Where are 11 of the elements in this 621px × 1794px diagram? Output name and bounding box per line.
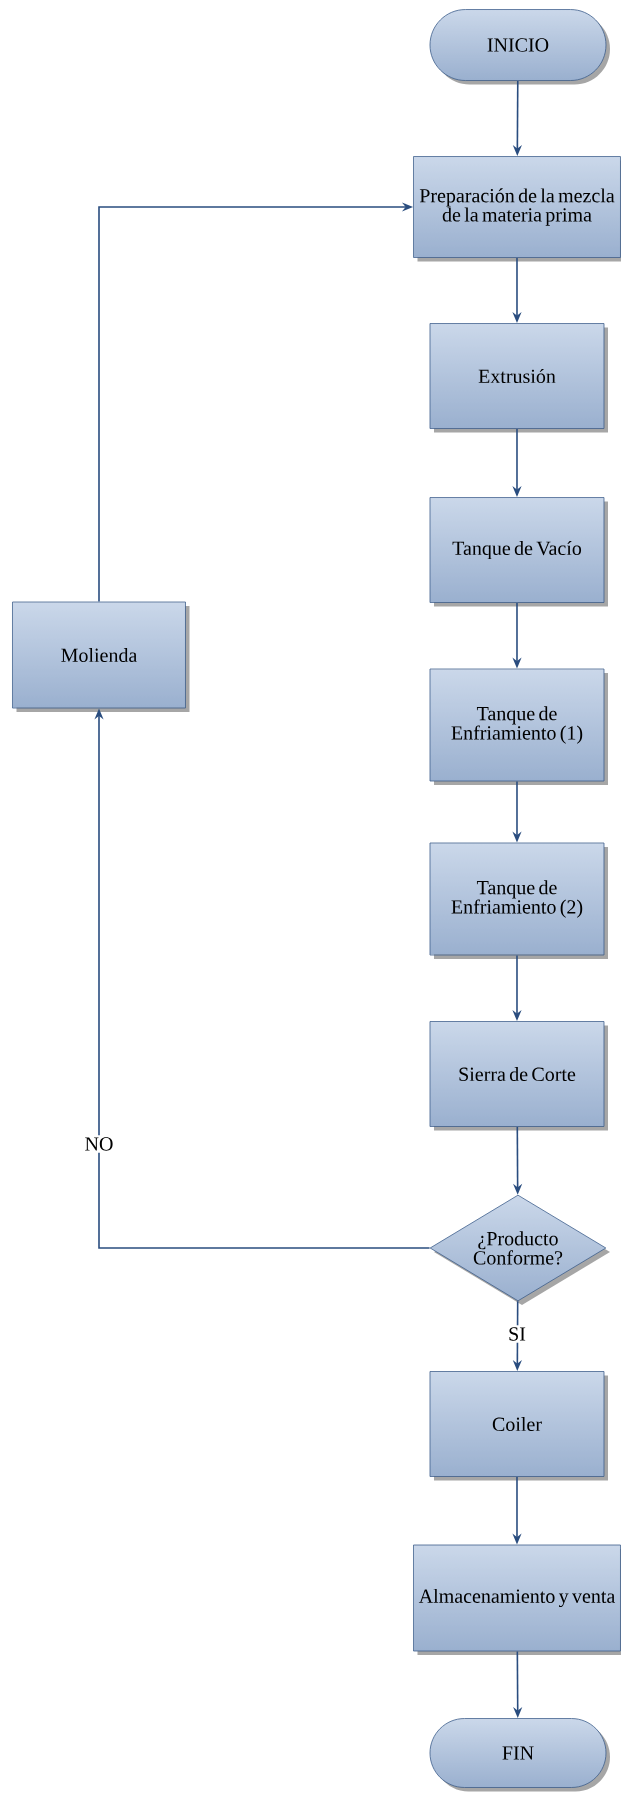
process-box: Tanque de Vacío	[429, 497, 608, 607]
process-box: Molienda	[12, 601, 190, 712]
process-box: Almacenamiento y venta	[413, 1544, 621, 1655]
process-box: Preparación de la mezcla de la materia prima	[413, 156, 621, 262]
process-box: Tanque de Enfriamiento (1)	[429, 668, 608, 785]
process-box: Extrusión	[429, 323, 608, 433]
edge-label: NO	[82, 1135, 116, 1153]
process-box: Tanque de Enfriamiento (2)	[429, 842, 608, 959]
edge-label: SI	[506, 1325, 528, 1343]
process-box: Coiler	[429, 1371, 608, 1481]
process-box: Sierra de Corte	[429, 1021, 608, 1131]
